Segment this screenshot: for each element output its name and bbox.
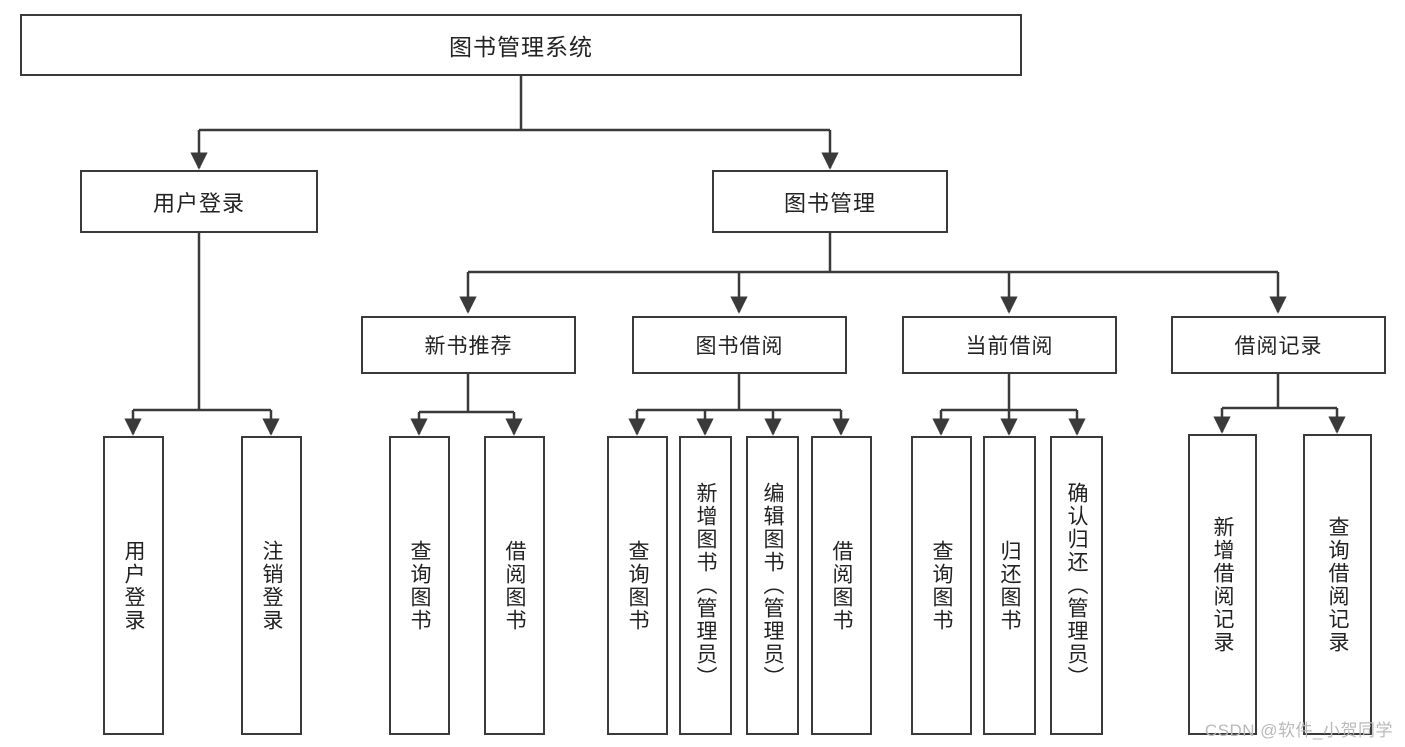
leaf-add-borrow-record[interactable]: 新增借阅记录 <box>1188 434 1257 735</box>
node-book-management[interactable]: 图书管理 <box>712 170 948 233</box>
node-label: 图书借阅 <box>695 335 784 358</box>
leaf-label: 编辑图书（管理员） <box>761 482 784 689</box>
leaf-add-book-admin[interactable]: 新增图书（管理员） <box>679 436 732 735</box>
node-user-login[interactable]: 用户登录 <box>80 170 318 233</box>
leaf-edit-book-admin[interactable]: 编辑图书（管理员） <box>746 436 799 735</box>
leaf-label: 注销登录 <box>260 539 283 632</box>
csdn-watermark: CSDN @软件_小贺同学 <box>1204 721 1393 740</box>
node-root-book-management-system[interactable]: 图书管理系统 <box>20 14 1022 76</box>
node-label: 用户登录 <box>152 190 245 216</box>
leaf-query-book-current[interactable]: 查询图书 <box>911 436 972 735</box>
node-label: 新书推荐 <box>424 335 513 358</box>
leaf-label: 查询图书 <box>626 539 649 632</box>
node-book-borrow[interactable]: 图书借阅 <box>632 316 847 374</box>
leaf-label: 确认归还（管理员） <box>1065 482 1088 689</box>
leaf-label: 新增图书（管理员） <box>694 482 717 689</box>
leaf-label: 查询借阅记录 <box>1326 515 1349 654</box>
leaf-user-login[interactable]: 用户登录 <box>103 436 164 735</box>
leaf-borrow-book[interactable]: 借阅图书 <box>811 436 872 735</box>
leaf-logout[interactable]: 注销登录 <box>241 436 302 735</box>
node-borrow-record[interactable]: 借阅记录 <box>1171 316 1386 374</box>
leaf-label: 用户登录 <box>122 539 145 632</box>
node-label: 当前借阅 <box>965 335 1054 358</box>
leaf-query-book-borrow[interactable]: 查询图书 <box>607 436 668 735</box>
node-label: 图书管理系统 <box>449 34 593 60</box>
node-label: 借阅记录 <box>1234 335 1323 358</box>
node-new-book-recommendation[interactable]: 新书推荐 <box>361 316 576 374</box>
leaf-label: 查询图书 <box>930 539 953 632</box>
leaf-label: 借阅图书 <box>830 539 853 632</box>
leaf-return-book[interactable]: 归还图书 <box>983 436 1036 735</box>
leaf-confirm-return-admin[interactable]: 确认归还（管理员） <box>1050 436 1103 735</box>
leaf-query-borrow-record[interactable]: 查询借阅记录 <box>1303 434 1372 735</box>
leaf-label: 归还图书 <box>998 539 1021 632</box>
node-label: 图书管理 <box>783 190 876 216</box>
node-current-borrow[interactable]: 当前借阅 <box>902 316 1117 374</box>
leaf-label: 查询图书 <box>408 539 431 632</box>
leaf-borrow-book-new[interactable]: 借阅图书 <box>484 436 545 735</box>
leaf-label: 新增借阅记录 <box>1211 515 1234 654</box>
leaf-query-book-new[interactable]: 查询图书 <box>389 436 450 735</box>
leaf-label: 借阅图书 <box>503 539 526 632</box>
